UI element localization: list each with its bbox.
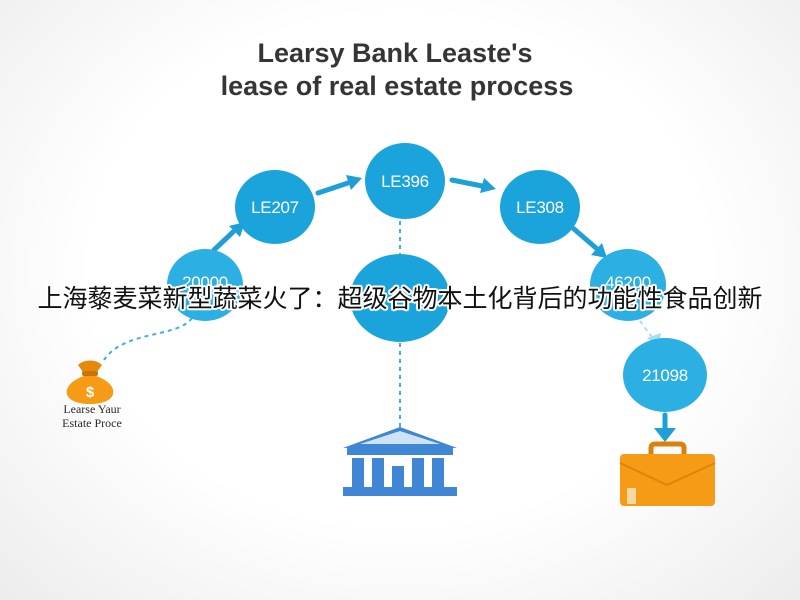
arrow-icon	[571, 226, 607, 258]
start-label-line-2: Estate Proce	[62, 416, 122, 430]
node-top-center: LE396	[365, 143, 445, 219]
title-line-1: Learsy Bank Leaste's	[257, 38, 532, 68]
money-bag-icon: $	[66, 360, 114, 404]
node-mid-center	[350, 254, 450, 342]
bank-building-icon	[343, 427, 457, 496]
node-top-left: LE207	[235, 170, 315, 244]
node-label: 21098	[642, 366, 688, 385]
arrow-icon	[211, 222, 245, 253]
start-label-line-1: Learse Yaur	[63, 402, 120, 416]
node-label: LE308	[516, 198, 564, 217]
title-line-2: lease of real estate process	[221, 71, 574, 101]
node-label: LE207	[251, 198, 299, 217]
node-label: 20000	[182, 273, 228, 292]
node-mid-right: 46200	[590, 249, 666, 321]
briefcase-icon	[619, 441, 716, 506]
node-mid-left: 20000	[167, 249, 243, 321]
node-label: 46200	[605, 273, 651, 292]
node-top-right: LE308	[500, 170, 580, 244]
arrow-icon	[449, 177, 496, 193]
arrow-down-icon	[654, 412, 676, 442]
arrow-icon	[315, 175, 362, 196]
node-label: LE396	[381, 172, 429, 191]
overlay-caption: 上海藜麦菜新型蔬菜火了：超级谷物本土化背后的功能性食品创新	[37, 284, 763, 313]
dollar-symbol: $	[86, 384, 95, 401]
dashed-connector-start	[103, 317, 193, 361]
node-bottom-right: 21098	[623, 338, 707, 412]
